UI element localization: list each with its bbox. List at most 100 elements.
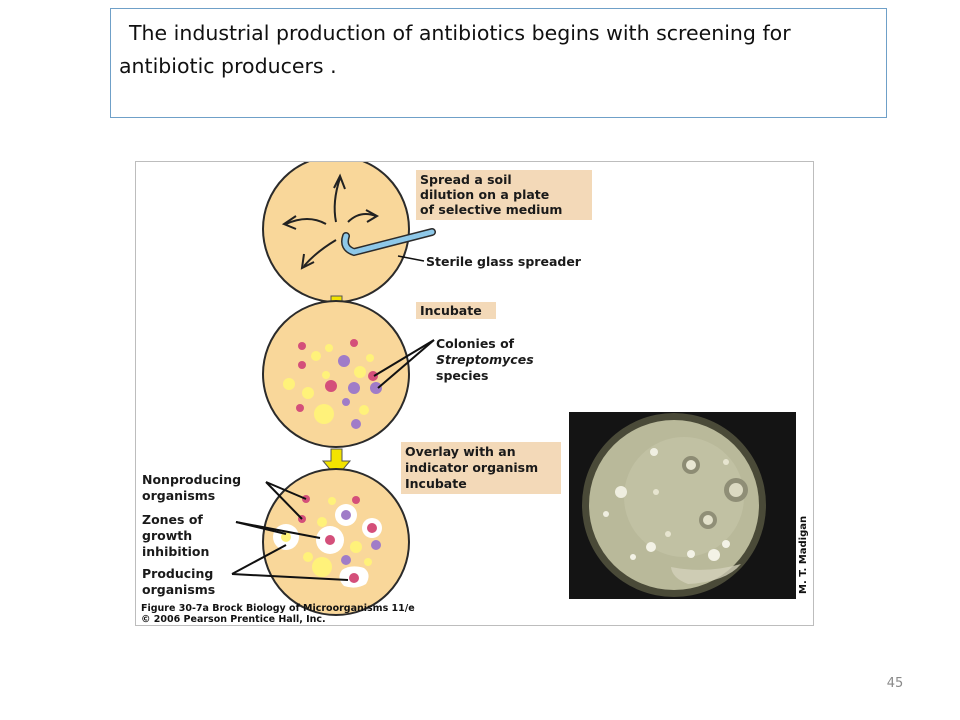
label-zones-1: Zones of [142,512,203,527]
colony [352,496,360,504]
photo-zone [650,448,658,456]
photo-zone [708,549,720,561]
colony [322,371,330,379]
spread-arrow-1 [333,177,341,223]
colony [325,344,333,352]
photo-zone [646,542,656,552]
label-nonproducing-2: organisms [142,488,215,503]
colony [314,404,334,424]
glass-spreader-fill [342,229,435,255]
page-number: 45 [886,676,904,691]
photo-zone [722,540,730,548]
producing-leader-2 [231,573,349,581]
spread-arrow-head-2 [281,215,297,230]
photo-zone [603,511,609,517]
label-spreader: Sterile glass spreader [426,254,582,269]
nonproducing-leader-1 [265,481,307,500]
colony [371,540,381,550]
colony [298,361,306,369]
petri-dish-photo [569,412,796,599]
label-zones-2: growth [142,528,192,543]
photo-zone [615,486,627,498]
colony [283,378,295,390]
spread-arrow-3 [347,213,377,223]
colony [367,523,377,533]
label-spread-1: Spread a soil [420,172,512,187]
photo-smear [671,564,741,584]
colony [350,339,358,347]
title-box: The industrial production of antibiotics… [110,8,887,118]
label-bg-overlay [401,442,561,494]
colony [349,573,359,583]
label-producing-1: Producing [142,566,213,581]
colony [370,382,382,394]
plate-1 [262,162,436,303]
colony [364,558,372,566]
colony [298,342,306,350]
photo-zone [653,489,659,495]
photo-credit: M. T. Madigan [798,516,809,594]
colony [303,552,313,562]
colony [312,557,332,577]
colonies-leader-2 [377,339,435,389]
colony [328,497,336,505]
figure-caption-1: Figure 30-7a Brock Biology of Microorgan… [141,603,415,614]
colony [302,387,314,399]
plate-2-dish [262,300,410,448]
label-overlay-3: Incubate [405,476,467,491]
colony [368,371,378,381]
colony [350,541,362,553]
spread-arrow-4 [303,239,337,267]
label-producing-2: organisms [142,582,215,597]
label-zones-3: inhibition [142,544,209,559]
nonproducing-leader-2 [265,481,303,520]
colony [351,419,361,429]
colony [342,398,350,406]
photo-zone [630,554,636,560]
figure-caption-2: © 2006 Pearson Prentice Hall, Inc. [141,614,326,625]
label-colonies-1: Colonies of [436,336,515,351]
label-bg-incubate [416,302,496,319]
colony [281,532,291,542]
colony [296,404,304,412]
colony [354,366,366,378]
colony [311,351,321,361]
colony [359,405,369,415]
label-bg-spread [416,170,592,220]
plate-3 [262,468,410,616]
label-colonies-2: Streptomyces [436,352,534,367]
photo-zone [729,483,743,497]
colony [341,555,351,565]
producing-leader-1 [231,544,287,575]
figure-diagram: Spread a soil dilution on a plate of sel… [141,162,809,625]
colony [325,380,337,392]
label-overlay-1: Overlay with an [405,444,516,459]
label-overlay-2: indicator organism [405,460,538,475]
zones-leader-2 [235,521,321,539]
photo-zone [686,460,696,470]
colony [317,517,327,527]
screening-figure: Spread a soil dilution on a plate of sel… [135,161,814,626]
spread-arrow-head-4 [300,253,315,270]
slide-title: The industrial production of antibiotics… [119,21,791,78]
label-colonies-3: species [436,368,488,383]
photo-zone [665,531,671,537]
label-spread-2: dilution on a plate [420,187,549,202]
colonies-leader-1 [373,339,435,377]
photo-agar-highlight [624,437,744,557]
spreader-leader [397,255,425,262]
spread-arrow-head-3 [365,209,380,223]
label-spread-3: of selective medium [420,202,562,217]
spread-arrow-head-1 [333,173,346,190]
label-nonproducing-1: Nonproducing [142,472,241,487]
label-incubate: Incubate [420,303,482,318]
photo-zone [703,515,713,525]
plate-2 [262,300,410,448]
colony [341,510,351,520]
colony [366,354,374,362]
colony [325,535,335,545]
colony [338,355,350,367]
photo-zone [687,550,695,558]
photo-zone [723,459,729,465]
spread-arrow-2 [285,218,327,225]
